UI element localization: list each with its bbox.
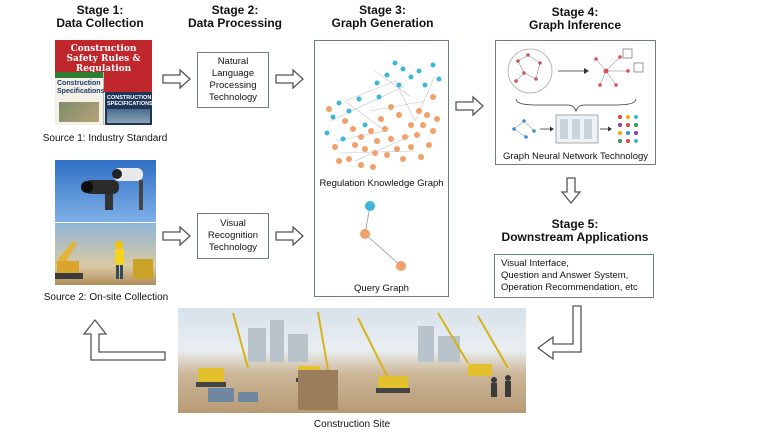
nlp-line-4: Technology — [208, 92, 258, 103]
application-line-1: Visual Interface, — [501, 258, 569, 269]
nlp-line-3: Processing — [209, 80, 257, 91]
arrow-nlp-to-graph — [275, 68, 304, 90]
stage-4-number: Stage 4: — [551, 5, 599, 19]
stage-3-number: Stage 3: — [359, 3, 406, 17]
brace-icon — [515, 98, 637, 113]
construction-site-caption: Construction Site — [313, 419, 391, 430]
stage-2-name: Data Processing — [187, 16, 283, 30]
vision-line-2: Recognition — [207, 230, 259, 241]
knowledge-graph-nodes-blue — [324, 60, 442, 142]
graph-generation-box: Regulation Knowledge Graph Query Graph — [314, 40, 449, 297]
source-1-caption: Source 1: Industry Standard — [42, 133, 168, 144]
output-node-grid — [618, 115, 638, 143]
excavator-worker-icon — [55, 241, 153, 279]
knowledge-graph-visual — [324, 60, 442, 170]
query-graph-caption: Query Graph — [354, 283, 409, 294]
source-2-caption: Source 2: On-site Collection — [43, 292, 169, 303]
onsite-camera-image — [55, 160, 156, 222]
stage-3-title: Stage 3: Graph Generation — [325, 4, 440, 30]
knowledge-graph-nodes-orange — [326, 94, 440, 170]
arrow-inference-to-applications — [560, 177, 582, 205]
book-specifications-1: Construction Specifications — [55, 72, 104, 125]
query-node-2 — [360, 229, 370, 239]
query-node-1 — [365, 201, 375, 211]
arrow-applications-to-site — [536, 305, 582, 361]
application-line-2: Question and Answer System, — [501, 270, 629, 281]
stage-5-title: Stage 5: Downstream Applications — [495, 218, 655, 244]
gnn-caption: Graph Neural Network Technology — [502, 151, 649, 162]
arrow-source2-to-vision — [162, 225, 191, 247]
input-graph-circle — [507, 48, 553, 94]
book-1-photo — [59, 102, 99, 122]
book-2-title: CONSTRUCTION SPECIFICATIONS — [107, 95, 152, 107]
stage-3-name: Graph Generation — [331, 16, 434, 30]
stage-5-name: Downstream Applications — [501, 230, 649, 244]
application-line-3: Operation Recommendation, etc — [501, 282, 638, 293]
gnn-visual — [507, 48, 644, 144]
stage-4-name: Graph Inference — [528, 18, 622, 32]
query-node-3 — [396, 261, 406, 271]
stage-2-number: Stage 2: — [211, 3, 259, 17]
book-specifications-2: CONSTRUCTION SPECIFICATIONS — [105, 92, 152, 125]
nlp-line-2: Language — [211, 68, 255, 79]
nlp-technology-box: Natural Language Processing Technology — [197, 52, 269, 108]
vision-line-1: Visual — [220, 218, 246, 229]
stage-5-number: Stage 5: — [551, 217, 599, 231]
arrow-source1-to-nlp — [162, 68, 191, 90]
stage-1-name: Data Collection — [56, 16, 144, 30]
downstream-applications-box: Visual Interface, Question and Answer Sy… — [494, 254, 654, 298]
book-1-stripe — [55, 72, 103, 78]
visual-recognition-box: Visual Recognition Technology — [197, 213, 269, 259]
arrow-vision-to-graph — [275, 225, 304, 247]
book-2-photo — [107, 109, 150, 123]
stage-1-title: Stage 1: Data Collection — [50, 4, 150, 30]
stage-4-title: Stage 4: Graph Inference — [520, 6, 630, 32]
knowledge-graph-caption: Regulation Knowledge Graph — [319, 178, 444, 189]
stage-1-number: Stage 1: — [76, 3, 124, 17]
nlp-line-1: Natural — [217, 56, 249, 67]
industry-standard-image: Construction Safety Rules & Regulation C… — [55, 40, 152, 125]
arrow-graph-to-inference — [455, 95, 484, 117]
query-graph-visual — [360, 201, 406, 271]
graph-inference-box: Graph Neural Network Technology — [495, 40, 656, 165]
construction-site-scene — [196, 311, 511, 410]
onsite-worker-image — [55, 223, 156, 285]
book-safety-rules-title: Construction Safety Rules & Regulation — [66, 44, 141, 74]
book-1-title: Construction Specifications — [57, 80, 105, 95]
surveillance-camera-icon — [81, 168, 143, 210]
construction-site-image — [178, 308, 526, 413]
arrow-site-to-source2 — [82, 318, 166, 361]
stage-2-title: Stage 2: Data Processing — [180, 4, 290, 30]
vision-line-3: Technology — [208, 242, 258, 253]
